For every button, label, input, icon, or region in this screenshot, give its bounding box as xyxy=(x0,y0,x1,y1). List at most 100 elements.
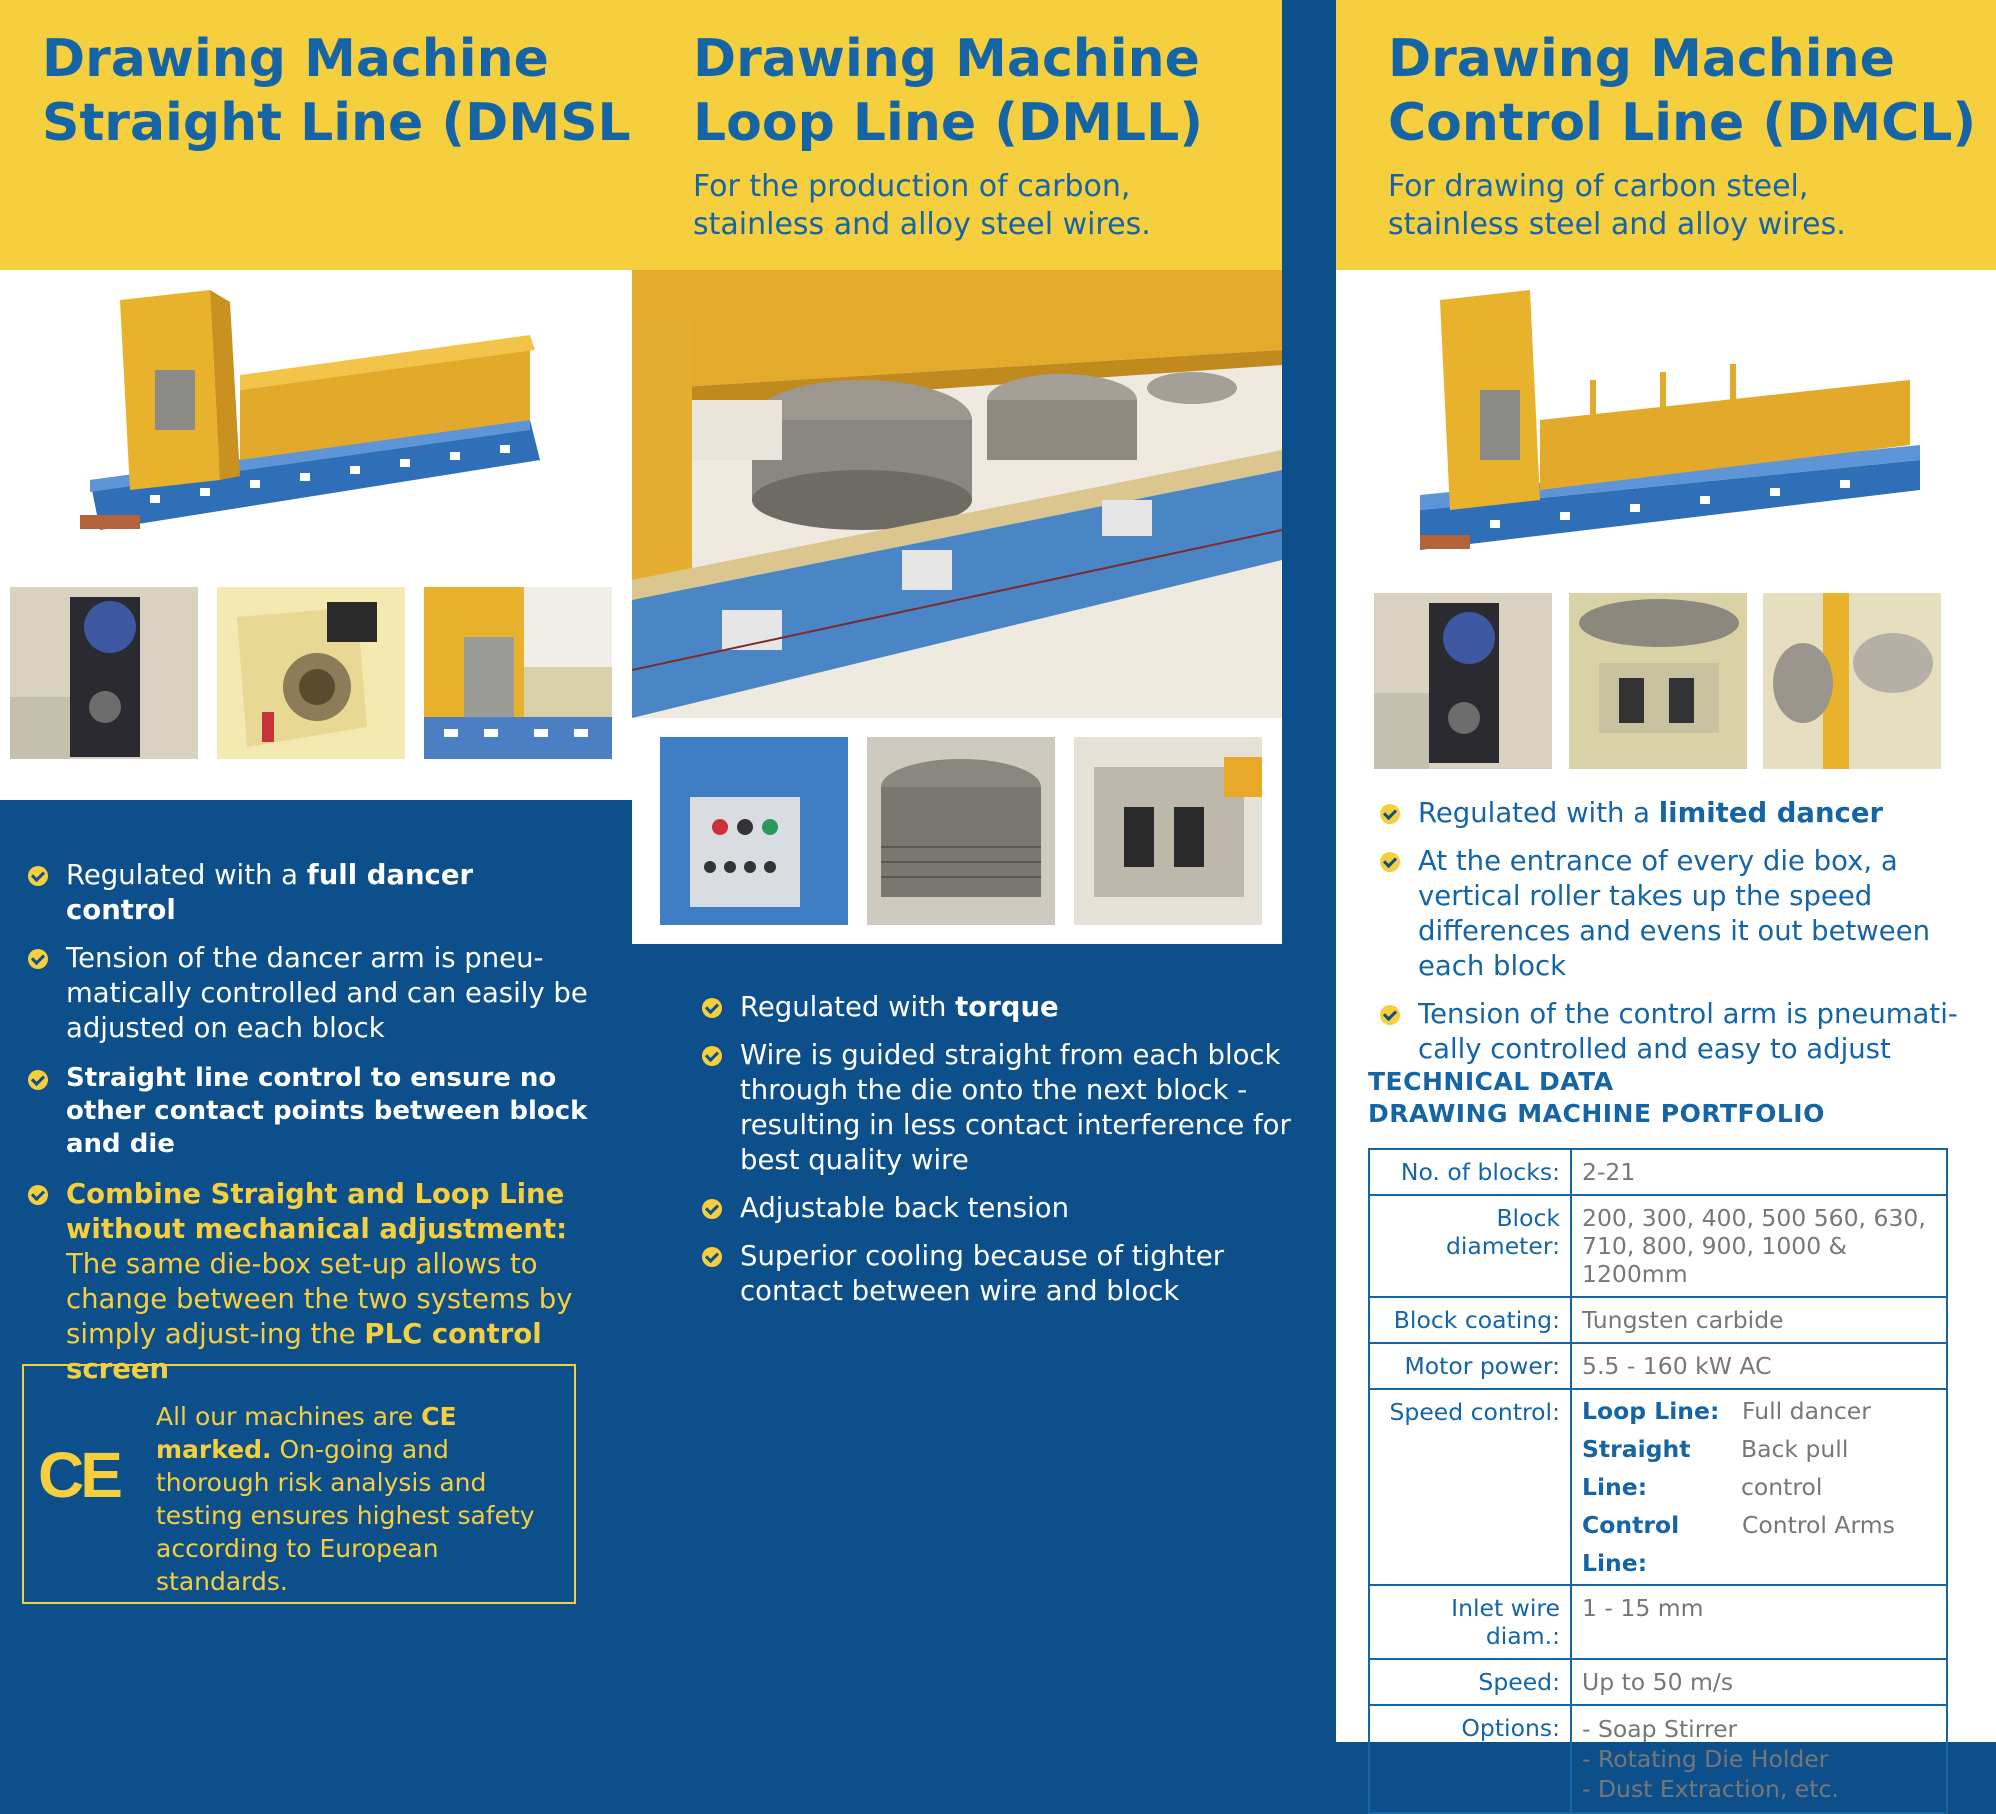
col2-bullet-1-text: Regulated with xyxy=(740,991,956,1023)
option-2: - Rotating Die Holder xyxy=(1582,1745,1829,1773)
col3-title-line2: Control Line (DMCL) xyxy=(1388,93,1977,153)
ce-text: All our machines are CE marked. On-going… xyxy=(156,1400,561,1598)
col2-bullet-2: Wire is guided straight from each block … xyxy=(702,1038,1292,1178)
col3-bullet-2-text: At the entrance of every die box, a vert… xyxy=(1418,845,1931,982)
dmcl-machine-photo xyxy=(1420,290,1920,550)
col3-feature-list: Regulated with a limited dancer At the e… xyxy=(1380,796,1960,1080)
blocks-label: No. of blocks: xyxy=(1368,1148,1572,1196)
check-icon xyxy=(28,1070,48,1090)
sc-control-val: Control Arms xyxy=(1742,1511,1895,1539)
ce-notice-box: CE All our machines are CE marked. On-go… xyxy=(22,1364,576,1604)
col2-subtitle: For the production of carbon, stainless … xyxy=(693,169,1151,242)
col2-bullet-1: Regulated with torque xyxy=(702,990,1292,1025)
tech-data-heading-line2: DRAWING MACHINE PORTFOLIO xyxy=(1368,1099,1825,1128)
col1-bullet-4-bold: PLC control screen xyxy=(66,1318,542,1385)
check-icon xyxy=(702,1199,722,1219)
table-row: No. of blocks: 2-21 xyxy=(1368,1148,1948,1196)
tech-data-heading-line1: TECHNICAL DATA xyxy=(1368,1067,1614,1096)
ce-text-pre: All our machines are xyxy=(156,1402,422,1431)
check-icon xyxy=(702,998,722,1018)
table-row: Options: - Soap Stirrer - Rotating Die H… xyxy=(1368,1704,1948,1814)
col3-title: Drawing Machine Control Line (DMCL) xyxy=(1388,27,1976,155)
speed-control-label: Speed control: xyxy=(1368,1388,1572,1586)
table-row: Block diameter: 200, 300, 400, 500 560, … xyxy=(1368,1194,1948,1298)
check-icon xyxy=(1380,804,1400,824)
diameter-label: Block diameter: xyxy=(1368,1194,1572,1298)
col1-feature-list: Regulated with a full dancer control Ten… xyxy=(28,858,588,1400)
inlet-label: Inlet wire diam.: xyxy=(1368,1584,1572,1660)
sc-control-key: Control Line: xyxy=(1582,1511,1680,1577)
col1-bullet-4-heading: Combine Straight and Loop Line without m… xyxy=(66,1178,568,1245)
dmll-detail-photo-1 xyxy=(660,737,848,925)
dmsl-detail-photo-1 xyxy=(10,587,198,759)
col1-title-line1: Drawing Machine xyxy=(42,29,549,89)
inlet-value: 1 - 15 mm xyxy=(1570,1584,1948,1660)
check-icon xyxy=(28,949,48,969)
sc-straight-val: Back pull control xyxy=(1740,1435,1849,1501)
col2-feature-list: Regulated with torque Wire is guided str… xyxy=(702,990,1292,1322)
ce-text-rest: On-going and thorough risk analysis and … xyxy=(156,1435,535,1596)
col1-bullet-1-text: Regulated with a xyxy=(66,859,307,891)
options-value: - Soap Stirrer - Rotating Die Holder - D… xyxy=(1570,1704,1948,1814)
col1-bullet-2: Tension of the dancer arm is pneu-matica… xyxy=(28,941,588,1046)
option-3: - Dust Extraction, etc. xyxy=(1582,1775,1839,1803)
check-icon xyxy=(1380,852,1400,872)
col2-title-line2: Loop Line (DMLL) xyxy=(693,93,1203,153)
col1-bullet-4-text: The same die-box set-up allows to change… xyxy=(66,1248,573,1350)
col2-title: Drawing Machine Loop Line (DMLL) xyxy=(693,27,1203,155)
speed-label: Speed: xyxy=(1368,1658,1572,1706)
col1-title: Drawing Machine Straight Line (DMSL) xyxy=(42,27,654,155)
col1-bullet-1-bold: full dancer control xyxy=(66,859,474,926)
sc-straight-key: Straight Line: xyxy=(1582,1435,1691,1501)
check-icon xyxy=(28,1185,48,1205)
dmll-detail-photo-3 xyxy=(1074,737,1262,925)
col3-bullet-1-bold: limited dancer xyxy=(1658,797,1884,829)
col2-bullet-4: Superior cooling because of tighter cont… xyxy=(702,1239,1292,1309)
speed-value: Up to 50 m/s xyxy=(1570,1658,1948,1706)
speed-control-straight: Straight Line: Back pull control xyxy=(1582,1430,1936,1506)
dmsl-machine-photo xyxy=(80,290,540,530)
table-row: Block coating: Tungsten carbide xyxy=(1368,1296,1948,1344)
col1-title-line2: Straight Line (DMSL) xyxy=(42,93,655,153)
col3-bullet-1: Regulated with a limited dancer xyxy=(1380,796,1960,831)
table-row: Speed control: Loop Line: Full dancer Str… xyxy=(1368,1388,1948,1586)
col3-bullet-3-text: Tension of the control arm is pneumati-c… xyxy=(1418,998,1958,1065)
col3-bullet-2: At the entrance of every die box, a vert… xyxy=(1380,844,1960,984)
col1-bullet-1: Regulated with a full dancer control xyxy=(28,858,588,928)
coating-value: Tungsten carbide xyxy=(1570,1296,1948,1344)
sc-loop-key: Loop Line: xyxy=(1582,1397,1720,1425)
blocks-value: 2-21 xyxy=(1570,1148,1948,1196)
dmcl-detail-photo-2 xyxy=(1569,593,1747,769)
check-icon xyxy=(702,1247,722,1267)
dmll-machine-photo xyxy=(632,270,1282,718)
col3-title-line1: Drawing Machine xyxy=(1388,29,1895,89)
ce-mark-icon: CE xyxy=(38,1439,123,1511)
dmcl-detail-photo-3 xyxy=(1763,593,1941,769)
coating-label: Block coating: xyxy=(1368,1296,1572,1344)
col1-bullet-4: Combine Straight and Loop Line without m… xyxy=(28,1177,588,1387)
col2-bullet-3: Adjustable back tension xyxy=(702,1191,1292,1226)
check-icon xyxy=(702,1046,722,1066)
check-icon xyxy=(28,866,48,886)
dmcl-detail-photo-1 xyxy=(1374,593,1552,769)
speed-control-control: Control Line: Control Arms xyxy=(1582,1506,1936,1582)
col2-bullet-4-text: Superior cooling because of tighter cont… xyxy=(740,1240,1225,1307)
options-label: Options: xyxy=(1368,1704,1572,1814)
col1-header xyxy=(0,0,632,270)
speed-control-loop: Loop Line: Full dancer xyxy=(1582,1392,1936,1430)
col2-bullet-2-text: Wire is guided straight from each block … xyxy=(740,1039,1291,1176)
col3-subtitle: For drawing of carbon steel, stainless s… xyxy=(1388,169,1846,242)
col3-header xyxy=(1336,0,1996,270)
diameter-value: 200, 300, 400, 500 560, 630, 710, 800, 9… xyxy=(1570,1194,1948,1298)
dmsl-detail-photo-3 xyxy=(424,587,612,759)
dmll-detail-photo-2 xyxy=(867,737,1055,925)
check-icon xyxy=(1380,1005,1400,1025)
motor-value: 5.5 - 160 kW AC xyxy=(1570,1342,1948,1390)
col2-title-line1: Drawing Machine xyxy=(693,29,1200,89)
col1-bullet-2-text: Tension of the dancer arm is pneu-matica… xyxy=(66,942,588,1044)
table-row: Speed: Up to 50 m/s xyxy=(1368,1658,1948,1706)
sc-loop-val: Full dancer xyxy=(1742,1397,1871,1425)
col3-bullet-3: Tension of the control arm is pneumati-c… xyxy=(1380,997,1960,1067)
table-row: Motor power: 5.5 - 160 kW AC xyxy=(1368,1342,1948,1390)
col1-bullet-3-text: Straight line control to ensure no other… xyxy=(66,1063,588,1159)
